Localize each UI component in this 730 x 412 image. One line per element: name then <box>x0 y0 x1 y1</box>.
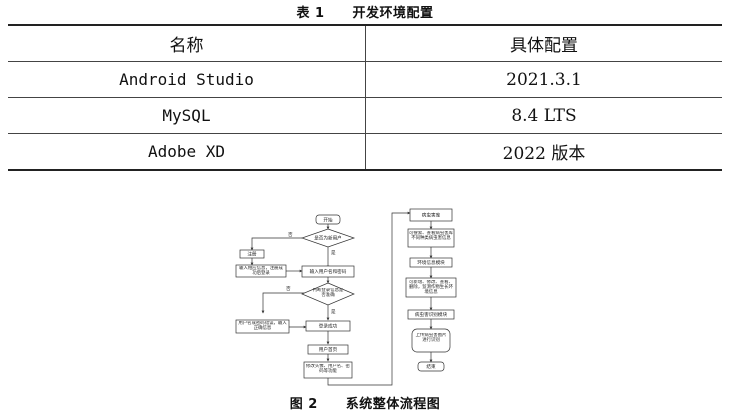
enter-info-node-label: 输入相应信息，注册成功后登录 <box>239 265 283 276</box>
pest-recog-node <box>407 309 455 320</box>
system-flowchart: 开始 是否为新用户 否 是 注册 输入相应信息，注册成功后登录 输入用户名和密码… <box>235 208 457 386</box>
table-caption-title: 开发环境配置 <box>352 6 434 21</box>
figure-caption: 图 2 系统整体流程图 <box>0 393 730 412</box>
table-caption-number: 表 1 <box>296 6 325 21</box>
branch-label-no: 否 <box>288 232 293 238</box>
upload-img-node <box>411 328 451 353</box>
column-header-config: 具体配置 <box>365 24 722 62</box>
table-cell-name: Adobe XD <box>8 133 366 171</box>
table-cell-name: MySQL <box>8 97 366 134</box>
table-header-row: 名称 具体配置 <box>8 24 722 62</box>
register-node-label: 注册 <box>247 251 257 258</box>
figure-caption-number: 图 2 <box>289 397 318 412</box>
table-cell-config: 2022 版本 <box>365 133 722 171</box>
enter-info-node <box>235 264 287 278</box>
login-success-node <box>305 320 351 332</box>
disease-lib-node <box>409 208 453 222</box>
decision-new-user-label: 是否为新用户 <box>314 235 342 242</box>
table-row: MySQL 8.4 LTS <box>8 97 722 134</box>
table-row: Adobe XD 2022 版本 <box>8 133 722 171</box>
decision-new-user <box>300 228 356 248</box>
disease-lib-node-label: 病虫害库 <box>422 212 441 219</box>
register-node <box>239 249 265 259</box>
env-ops-node <box>405 277 457 298</box>
search-lib-node-label: 可搜索、查看病虫害库不同种类病虫害信息 <box>409 231 453 241</box>
start-node <box>315 214 341 225</box>
environment-table: 名称 具体配置 Android Studio 2021.3.1 MySQL 8.… <box>8 24 722 171</box>
user-center-node-label: 用户首页 <box>319 346 338 353</box>
end-node <box>417 361 445 372</box>
edit-profile-node <box>303 361 353 379</box>
edit-profile-node-label: 修改头像、用户名、密码等功能 <box>306 363 350 374</box>
branch-label-no: 否 <box>286 286 291 292</box>
branch-label-yes: 是 <box>331 250 336 256</box>
enter-credentials-node <box>301 265 355 278</box>
pest-recog-node-label: 病虫害识别模块 <box>415 311 448 318</box>
table-cell-config: 8.4 LTS <box>365 97 722 134</box>
login-success-node-label: 登录成功 <box>319 323 338 330</box>
figure-caption-title: 系统整体流程图 <box>345 397 441 412</box>
branch-label-yes: 是 <box>331 309 336 315</box>
end-node-label: 结束 <box>426 363 436 370</box>
search-lib-node <box>407 228 455 248</box>
start-node-label: 开始 <box>323 216 333 223</box>
wrong-info-node <box>235 319 290 334</box>
table-row: Android Studio 2021.3.1 <box>8 61 722 98</box>
decision-check-info <box>301 282 355 306</box>
table-cell-name: Android Studio <box>8 61 366 98</box>
decision-check-info-label: 判断登录信息是否准确 <box>312 288 344 298</box>
column-header-name: 名称 <box>8 24 366 62</box>
env-module-node-label: 环境信息模块 <box>417 259 445 266</box>
upload-img-node-label: 上传病虫害图片进行识别 <box>415 333 447 343</box>
env-ops-node-label: 可新增、修改、查看、删除，监测作物生长环境信息 <box>409 280 453 295</box>
table-caption: 表 1 开发环境配置 <box>0 2 730 21</box>
table-cell-config: 2021.3.1 <box>365 61 722 98</box>
flow-connectors <box>250 211 433 386</box>
env-module-node <box>409 257 453 268</box>
user-center-node <box>307 344 349 355</box>
enter-credentials-node-label: 输入用户名和密码 <box>310 268 347 275</box>
wrong-info-node-label: 用户名或密码错误，输入正确信息 <box>238 321 287 331</box>
